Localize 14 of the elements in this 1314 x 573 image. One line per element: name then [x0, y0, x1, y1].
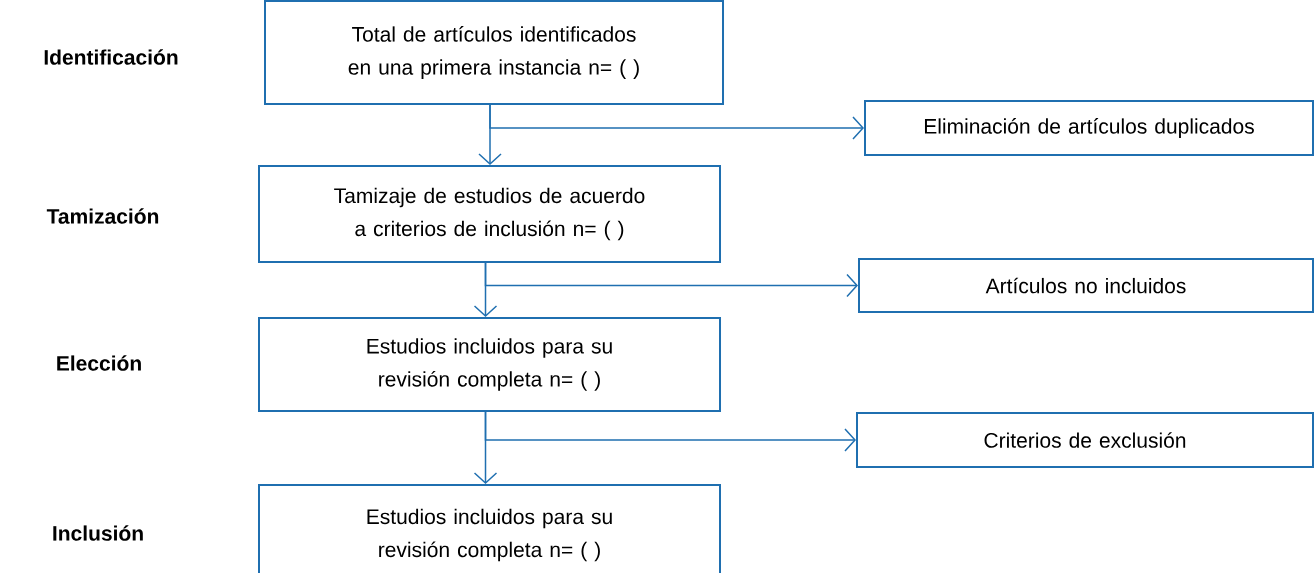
arrow [489, 104, 864, 140]
arrow [484, 262, 858, 298]
stage-label: Tamización [46, 208, 159, 224]
process-box: Total de artículos identificados en una primera instancia n= ( ) [264, 0, 724, 105]
process-box: Criterios de exclusión [856, 412, 1314, 468]
process-box: Estudios incluidos para su revisión completa n= ( ) [258, 484, 721, 573]
stage-label: Identificación [44, 49, 178, 65]
process-box: Tamizaje de estudios de acuerdo a criterios de inclusión n= ( ) [258, 165, 721, 263]
process-box: Artículos no incluidos [858, 258, 1314, 313]
process-box: Estudios incluidos para su revisión completa n= ( ) [258, 317, 721, 412]
arrow [484, 411, 856, 452]
stage-label: Elección [57, 355, 141, 371]
stage-label: Inclusión [53, 525, 143, 541]
process-box: Eliminación de artículos duplicados [864, 100, 1314, 156]
